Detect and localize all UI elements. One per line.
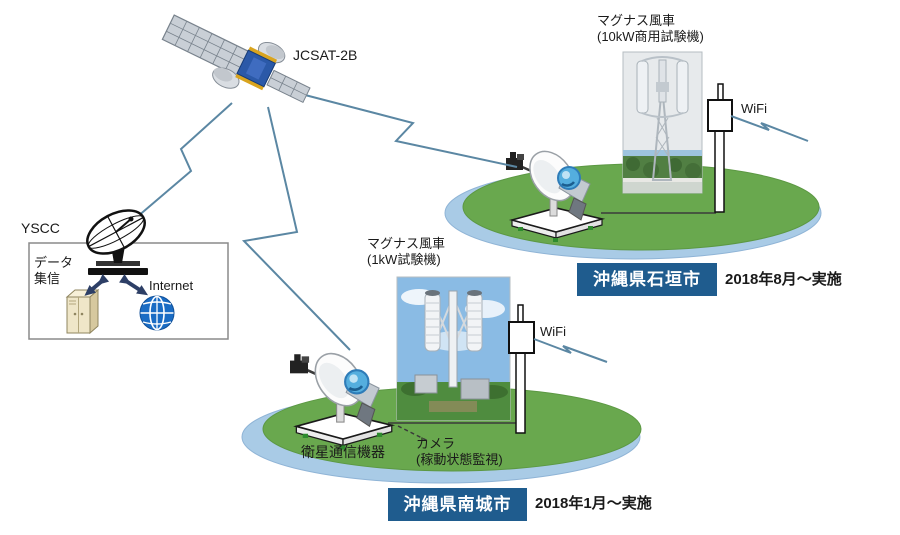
internet-label: Internet bbox=[149, 278, 194, 293]
satellite-label: JCSAT-2B bbox=[293, 47, 358, 63]
turbine-photo-ishigaki bbox=[622, 51, 703, 194]
turbine-photo-nanjo bbox=[396, 276, 511, 421]
wifi-antenna-nanjo bbox=[508, 304, 535, 434]
turbine-spec-ishigaki: (10kW商用試験機) bbox=[597, 28, 704, 44]
wifi-signal-ishigaki bbox=[730, 115, 809, 142]
location-badge-nanjo: 沖縄県南城市 bbox=[388, 488, 527, 521]
arrow-dish-internet bbox=[119, 274, 149, 296]
wifi-label-ishigaki: WiFi bbox=[741, 101, 767, 116]
ground-dish-icon bbox=[86, 209, 148, 275]
internet-globe-icon bbox=[139, 295, 175, 331]
period-label-nanjo: 2018年1月～実施 bbox=[535, 495, 652, 512]
turbine-label-nanjo: マグナス風車 (1kW試験機) bbox=[367, 236, 445, 267]
link-line-yscc bbox=[129, 102, 233, 224]
link-line-ishigaki bbox=[277, 87, 518, 168]
data-collection-label: データ 集信 bbox=[34, 255, 74, 286]
turbine-spec-nanjo: (1kW試験機) bbox=[367, 251, 441, 267]
camera-callout-line bbox=[397, 425, 429, 442]
turbine-name-nanjo: マグナス風車 bbox=[367, 236, 446, 251]
location-badge-ishigaki: 沖縄県石垣市 bbox=[577, 263, 717, 296]
link-line-nanjo bbox=[241, 106, 351, 351]
camera-label-nanjo: カメラ (稼動状態監視) bbox=[416, 436, 503, 467]
arrow-dish-server bbox=[84, 273, 110, 296]
satellite-icon bbox=[161, 14, 311, 104]
period-label-ishigaki: 2018年8月～実施 bbox=[725, 271, 842, 288]
turbine-label-ishigaki: マグナス風車 (10kW商用試験機) bbox=[597, 13, 704, 44]
wifi-label-nanjo: WiFi bbox=[540, 324, 566, 339]
equipment-label-nanjo: 衛星通信機器 bbox=[301, 444, 385, 460]
yscc-label: YSCC bbox=[21, 220, 60, 236]
turbine-name-ishigaki: マグナス風車 bbox=[597, 13, 676, 28]
wifi-signal-nanjo bbox=[533, 338, 608, 363]
server-icon bbox=[65, 288, 100, 335]
